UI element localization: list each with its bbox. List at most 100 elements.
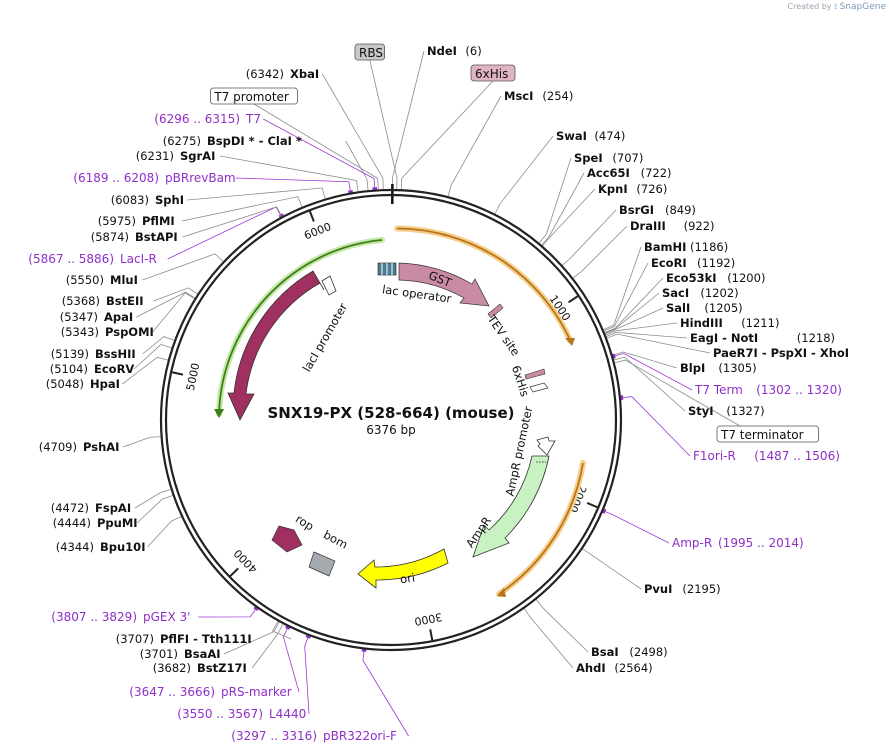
site-bstz17i[interactable]: (3682)BstZ17I [153, 661, 247, 675]
feature-lac-operator[interactable] [377, 262, 397, 276]
site-pos-mlui: (5550) [66, 273, 104, 287]
site-saci[interactable]: SacI(1202) [662, 286, 739, 300]
site-name-blpi: BlpI [680, 361, 705, 375]
tick-3000 [429, 629, 434, 641]
site-name-spei: SpeI [574, 151, 603, 165]
site-mlui[interactable]: (5550)MluI [66, 273, 138, 287]
site-sphi[interactable]: (6083)SphI [111, 193, 184, 207]
site-pshai[interactable]: (4709)PshAI [39, 440, 120, 454]
site-bsshii[interactable]: (5139)BssHII [51, 347, 136, 361]
feature-ampr[interactable] [472, 455, 550, 558]
site-bsaai[interactable]: (3701)BsaAI [140, 647, 221, 661]
site-name-sgrai: SgrAI [180, 149, 215, 163]
feature-small-arrow[interactable] [529, 382, 549, 393]
site-bsrgi[interactable]: BsrGI(849) [619, 203, 696, 217]
site-bsai[interactable]: BsaI(2498) [591, 645, 668, 659]
site-amp-r[interactable]: Amp-R(1995 .. 2014) [672, 536, 804, 550]
site-fspai[interactable]: (4472)FspAI [51, 501, 131, 515]
site-sgrai[interactable]: (6231)SgrAI [136, 149, 216, 163]
site-hindiii[interactable]: HindIII(1211) [680, 316, 779, 330]
site-msci[interactable]: MscI(254) [504, 89, 573, 103]
site-bpu10i[interactable]: (4344)Bpu10I [56, 540, 146, 554]
site-bstapi[interactable]: (5874)BstAPI [91, 230, 178, 244]
site-draiii[interactable]: DraIII(922) [630, 219, 715, 233]
site-name-acc65i: Acc65I [587, 166, 630, 180]
site-spei[interactable]: SpeI(707) [574, 151, 643, 165]
lead-paer7i [606, 333, 711, 354]
site-styi[interactable]: StyI(1327) [688, 404, 765, 418]
site-ahdi[interactable]: AhdI(2564) [576, 661, 653, 675]
site-rbs[interactable]: RBS [354, 43, 386, 61]
lead-sali [605, 307, 664, 334]
site-f1ori-r[interactable]: F1ori-R(1487 .. 1506) [693, 449, 840, 463]
site-t7term[interactable]: T7 Term(1302 .. 1320) [694, 383, 842, 397]
lead-draiii [572, 225, 628, 279]
site-6xhis-top[interactable]: 6xHis [470, 64, 516, 82]
site-t7promoter[interactable]: T7 promoter [209, 87, 298, 105]
lead-swai [494, 135, 554, 214]
site-name-pflmi: PflMI [142, 214, 175, 228]
site-paer7i[interactable]: PaeR7I - PspXI - XhoI(1226) [713, 346, 892, 360]
site-ecori[interactable]: EcoRI(1192) [651, 256, 735, 270]
feature-bom[interactable] [308, 551, 336, 577]
site-ndei[interactable]: NdeI(6) [427, 44, 482, 58]
site-pflfi[interactable]: (3707)PflFI - Tth111I [116, 632, 252, 646]
site-l4440[interactable]: (3550 .. 3567)L4440 [177, 707, 306, 721]
site-name-pspomi: PspOMI [105, 325, 154, 339]
site-bamhi[interactable]: BamHI(1186) [644, 240, 728, 254]
feature-laci-promoter[interactable] [321, 275, 337, 296]
site-pos-hindiii: (1211) [741, 316, 779, 330]
site-t7[interactable]: (6296 .. 6315)T7 [154, 112, 261, 126]
feature-ampr-promoter[interactable] [536, 436, 556, 456]
site-ecorv[interactable]: (5104) EcoRV [50, 362, 135, 376]
lead-pvui [582, 548, 642, 590]
site-pbr322ori-f[interactable]: (3297 .. 3316)pBR322ori-F [231, 729, 397, 743]
site-name-msci: MscI [504, 89, 533, 103]
site-apai[interactable]: (5347)ApaI [60, 310, 133, 324]
feature-gst[interactable] [398, 262, 490, 307]
lead-l4440 [304, 635, 310, 715]
feature-tev-site[interactable] [487, 303, 504, 319]
site-ppumi[interactable]: (4444)PpuMI [53, 516, 138, 530]
site-laci-r[interactable]: (5867 .. 5886)LacI-R [28, 252, 157, 266]
feature-laci[interactable] [227, 270, 325, 421]
site-sali[interactable]: SalI(1205) [666, 301, 743, 315]
feature-ori[interactable] [357, 548, 449, 589]
site-eco53ki[interactable]: Eco53kI(1200) [666, 271, 765, 285]
site-pflmi[interactable]: (5975)PflMI [98, 214, 175, 228]
lead-t7 [263, 118, 376, 190]
site-name-kpni: KpnI [598, 182, 628, 196]
site-pos-ahdi: (2564) [614, 661, 652, 675]
site-name-bsshii: BssHII [95, 347, 136, 361]
site-acc65i[interactable]: Acc65I(722) [587, 166, 672, 180]
site-pos-ppumi: (4444) [53, 516, 91, 530]
site-pos-kpni: (726) [636, 182, 667, 196]
site-t7terminator[interactable]: T7 terminator [716, 425, 819, 443]
lead-fspai [134, 489, 171, 509]
feature-6xhis[interactable] [524, 368, 546, 380]
site-bspdi[interactable]: (6275)BspDI * - ClaI * [163, 134, 302, 148]
site-hpai[interactable]: (5048)HpaI [46, 377, 120, 391]
site-pgex3[interactable]: (3807 .. 3829)pGEX 3' [51, 610, 190, 624]
site-pos-ecorv: (5104) [50, 362, 88, 376]
site-pos-t7term: (1302 .. 1320) [756, 383, 842, 397]
site-eagi-noti[interactable]: EagI - NotI(1218) [690, 331, 835, 345]
site-box-t7terminator [716, 425, 819, 443]
site-name-ecorv: EcoRV [94, 362, 134, 376]
site-bsteii[interactable]: (5368)BstEII [62, 294, 144, 308]
snapgene-logo-icon: ⟟ [834, 2, 838, 11]
site-blpi[interactable]: BlpI(1305) [680, 361, 757, 375]
site-kpni[interactable]: KpnI (726) [598, 182, 667, 196]
site-prs-marker[interactable]: (3647 .. 3666)pRS-marker [129, 685, 291, 699]
site-pbrrevbam[interactable]: (6189 .. 6208)pBRrevBam [73, 171, 235, 185]
feature-rop[interactable] [271, 525, 303, 553]
site-xbai[interactable]: (6342)XbaI [246, 67, 319, 81]
lead-ppumi [136, 495, 173, 524]
site-pspomi[interactable]: (5343)PspOMI [61, 325, 154, 339]
site-pvui[interactable]: PvuI(2195) [644, 582, 721, 596]
lead-ecorv [133, 344, 172, 370]
site-pos-pflfi: (3707) [116, 632, 154, 646]
site-swai[interactable]: SwaI(474) [556, 129, 625, 143]
site-name-rbs: RBS [359, 46, 383, 60]
